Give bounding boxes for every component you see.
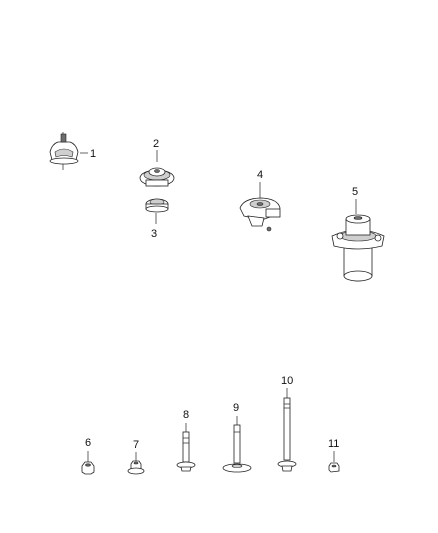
part-6-hex-nut-icon xyxy=(81,451,95,475)
callout-11: 11 xyxy=(328,438,339,450)
part-9-washer-bolt-icon xyxy=(222,416,252,473)
part-1-engine-mount-icon xyxy=(49,132,88,170)
part-10-long-bolt-icon xyxy=(277,388,297,472)
part-2-upper-strut-mount-icon xyxy=(139,150,175,187)
callout-6: 6 xyxy=(85,437,91,449)
callout-10: 10 xyxy=(281,375,293,387)
part-4-bracket-mount-icon xyxy=(239,182,281,232)
part-3-bearing-ring-icon xyxy=(145,198,169,224)
callout-1: 1 xyxy=(90,148,96,160)
part-5-strut-mount-assembly-icon xyxy=(331,199,385,282)
callout-9: 9 xyxy=(233,402,239,414)
callout-4: 4 xyxy=(257,169,263,181)
part-8-bolt-icon xyxy=(176,423,196,472)
part-7-flange-nut-icon xyxy=(127,452,145,475)
callout-7: 7 xyxy=(133,439,139,451)
callout-2: 2 xyxy=(153,138,159,150)
part-11-small-nut-icon xyxy=(328,451,340,473)
callout-5: 5 xyxy=(352,186,358,198)
callout-3: 3 xyxy=(151,228,157,240)
callout-8: 8 xyxy=(183,409,189,421)
